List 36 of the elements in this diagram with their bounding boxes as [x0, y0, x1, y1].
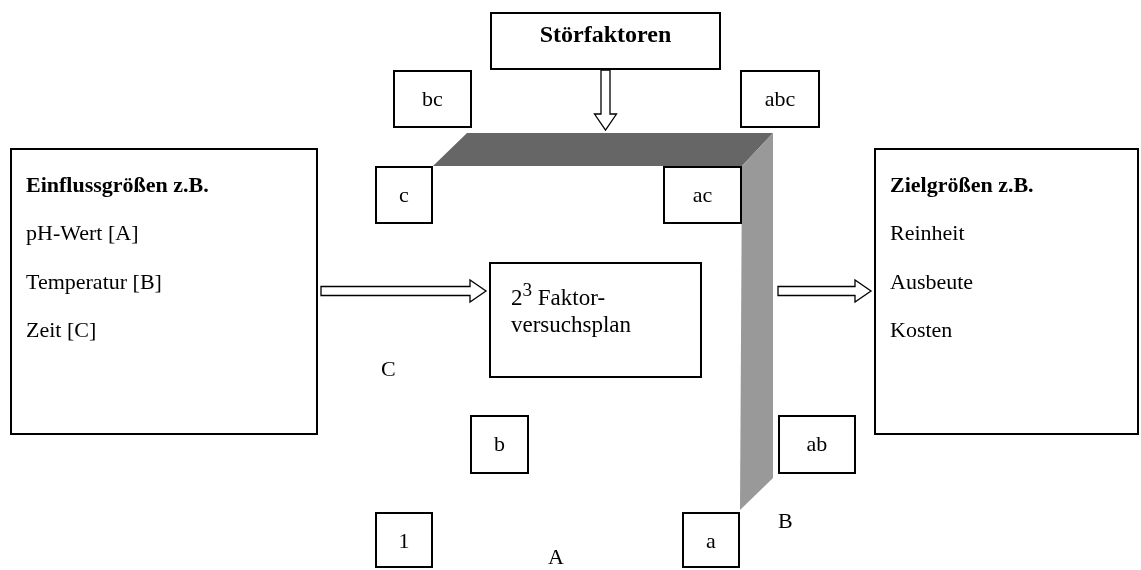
label: b	[494, 431, 505, 458]
label: Kosten	[890, 317, 953, 344]
text-box	[874, 148, 1139, 435]
axis-letter: A	[548, 546, 564, 568]
heading: Zielgrößen z.B.	[890, 172, 1034, 199]
label: abc	[764, 86, 796, 113]
label: pH-Wert [A]	[26, 220, 139, 247]
label: Ausbeute	[890, 268, 974, 296]
text-box	[663, 166, 742, 224]
label: bc	[422, 86, 443, 113]
label: Reinheit	[890, 220, 965, 247]
text-box	[489, 262, 702, 378]
text-box	[470, 415, 529, 474]
label: a	[706, 528, 716, 555]
label: 1	[398, 528, 410, 555]
label: ac	[692, 182, 713, 209]
text-box	[10, 148, 318, 435]
axis-letter: C	[381, 358, 396, 380]
hollow-arrow	[593, 69, 618, 132]
label: 2$^{3}$ Faktor- versuchsplan	[511, 278, 633, 339]
heading: Einflussgrößen z.B.	[26, 172, 209, 199]
label: ab	[806, 431, 828, 458]
heading: Störfaktoren	[539, 20, 672, 49]
text-box	[740, 70, 820, 128]
text-box	[490, 12, 721, 70]
text-box	[393, 70, 472, 128]
label: Temperatur [B]	[26, 268, 162, 296]
text-box	[778, 415, 856, 474]
hollow-arrow	[320, 278, 488, 304]
label: Zeit [C]	[26, 317, 97, 344]
hollow-arrow	[777, 278, 873, 304]
text-box	[375, 512, 433, 568]
text-box	[375, 166, 433, 224]
label: c	[399, 182, 409, 209]
axis-letter: B	[778, 510, 793, 532]
text-box	[682, 512, 740, 568]
